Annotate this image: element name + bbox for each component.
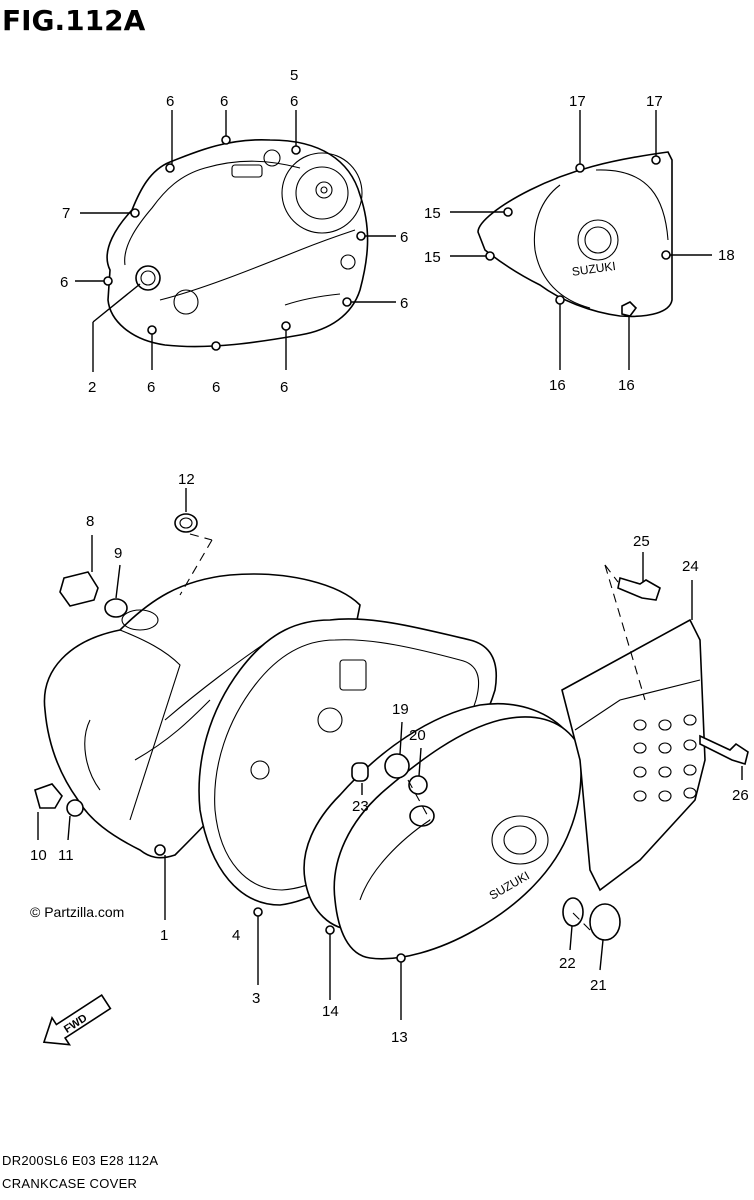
callout-numbers: 5 6 6 6 7 6 6 6 2 6 6 6 17 17 15 15 18 1… (30, 67, 749, 1046)
callout-10: 10 (30, 847, 47, 864)
figure-title: FIG.112A (2, 4, 146, 37)
callout-16: 16 (549, 377, 566, 394)
callout-17: 17 (569, 93, 586, 110)
callout-4: 4 (232, 927, 240, 944)
sprocket-cover-24 (561, 618, 706, 892)
watermark: © Partzilla.com (30, 904, 125, 920)
callout-2: 2 (88, 379, 96, 396)
callout-26: 26 (732, 787, 749, 804)
callout-6: 6 (147, 379, 155, 396)
fwd-arrow-icon: FWD (42, 994, 112, 1046)
callout-14: 14 (322, 1003, 339, 1020)
callout-6: 6 (280, 379, 288, 396)
callout-15: 15 (424, 249, 441, 266)
sprocket-cover-vents (633, 714, 697, 802)
diagram-caption: CRANKCASE COVER (2, 1176, 138, 1191)
callout-6: 6 (290, 93, 298, 110)
small-parts (34, 513, 749, 941)
leaders-top-left (75, 110, 396, 372)
callout-19: 19 (392, 701, 409, 718)
callout-12: 12 (178, 471, 195, 488)
gasket-3 (198, 618, 497, 917)
callout-1: 1 (160, 927, 168, 944)
callout-6: 6 (212, 379, 220, 396)
callout-23: 23 (352, 798, 369, 815)
callout-7: 7 (62, 205, 70, 222)
callout-11: 11 (58, 847, 74, 864)
callout-16: 16 (618, 377, 635, 394)
leaders-bottom (37, 488, 743, 1020)
cover-brand-mark: SUZUKI (571, 259, 617, 279)
callout-18: 18 (718, 247, 735, 264)
callout-20: 20 (409, 727, 426, 744)
outer-cover-13: SUZUKI (333, 716, 582, 963)
callout-13: 13 (391, 1029, 408, 1046)
callout-6: 6 (400, 229, 408, 246)
magneto-cover-drawing: SUZUKI (477, 151, 673, 318)
clutch-cover-drawing (103, 135, 369, 351)
callout-17: 17 (646, 93, 663, 110)
assembly-guides (179, 533, 646, 931)
callout-6: 6 (60, 274, 68, 291)
callout-24: 24 (682, 558, 699, 575)
callout-6: 6 (220, 93, 228, 110)
callout-6: 6 (400, 295, 408, 312)
callout-22: 22 (559, 955, 576, 972)
callout-21: 21 (590, 977, 607, 994)
callout-15: 15 (424, 205, 441, 222)
leaders-top-right (450, 110, 712, 370)
callout-6: 6 (166, 93, 174, 110)
callout-9: 9 (114, 545, 122, 562)
callout-5: 5 (290, 67, 298, 84)
callout-3: 3 (252, 990, 260, 1007)
callout-25: 25 (633, 533, 650, 550)
callout-8: 8 (86, 513, 94, 530)
model-code: DR200SL6 E03 E28 112A (2, 1153, 159, 1168)
